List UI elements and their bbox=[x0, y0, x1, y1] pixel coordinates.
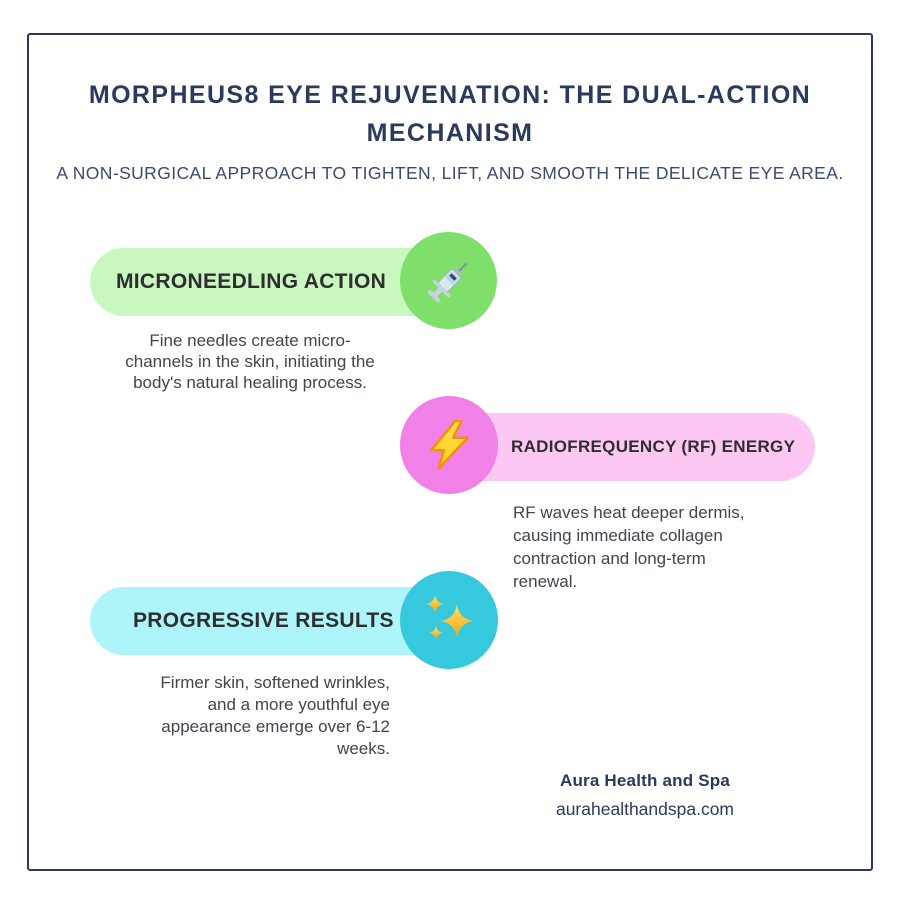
progressive-results-pill: PROGRESSIVE RESULTS bbox=[90, 587, 455, 655]
microneedling-pill: MICRONEEDLING ACTION bbox=[90, 248, 455, 316]
sparkles-icon bbox=[426, 595, 474, 640]
progressive-results-description: Firmer skin, softened wrinkles, and a mo… bbox=[160, 673, 390, 758]
progressive-results-label: PROGRESSIVE RESULTS bbox=[133, 609, 394, 632]
progressive-results-icon-circle bbox=[400, 571, 498, 669]
page-subtitle: A NON-SURGICAL APPROACH TO TIGHTEN, LIFT… bbox=[56, 163, 844, 183]
radiofrequency-label: RADIOFREQUENCY (RF) ENERGY bbox=[511, 437, 796, 456]
radiofrequency-description: RF waves heat deeper dermis, causing imm… bbox=[513, 503, 745, 591]
radiofrequency-pill: RADIOFREQUENCY (RF) ENERGY bbox=[445, 413, 815, 481]
website-url: aurahealthandspa.com bbox=[555, 799, 735, 819]
microneedling-label: MICRONEEDLING ACTION bbox=[116, 270, 387, 293]
page-title: MORPHEUS8 EYE REJUVENATION: THE DUAL-ACT… bbox=[88, 81, 812, 147]
lightning-bolt-icon bbox=[430, 419, 469, 471]
radiofrequency-icon-circle bbox=[400, 396, 498, 494]
brand-name: Aura Health and Spa bbox=[559, 771, 731, 790]
microneedling-description: Fine needles create micro- channels in t… bbox=[125, 331, 375, 392]
microneedling-icon-circle bbox=[400, 232, 497, 329]
syringe-icon bbox=[427, 262, 467, 302]
